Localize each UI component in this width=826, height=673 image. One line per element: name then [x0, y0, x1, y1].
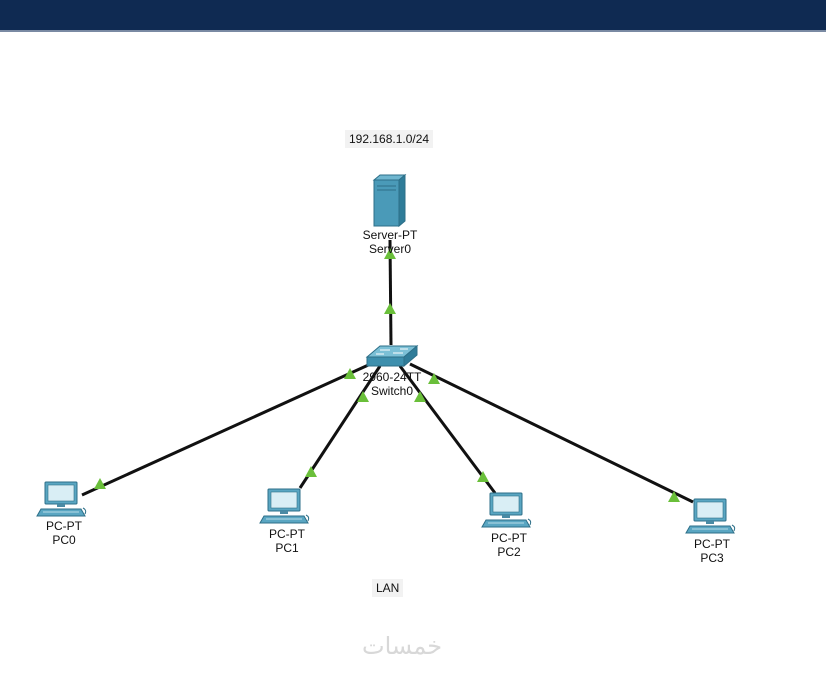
pc3-model: PC-PT — [694, 537, 730, 551]
switch-model: 2960-24TT — [362, 370, 422, 384]
switch-label: 2960-24TT Switch0 — [363, 370, 422, 398]
pc0-label: PC-PT PC0 — [46, 519, 82, 547]
link-status-up-icon — [305, 466, 317, 477]
pc2-model: PC-PT — [491, 531, 527, 545]
link-status-up-icon — [384, 303, 396, 314]
network-address-note: 192.168.1.0/24 — [345, 130, 434, 148]
pc0-icon[interactable] — [36, 481, 87, 517]
server-model: Server-PT — [362, 228, 418, 242]
lan-note: LAN — [372, 579, 404, 597]
link-status-up-icon — [357, 391, 369, 402]
link-status-up-icon — [428, 373, 440, 384]
pc0-name: PC0 — [52, 533, 76, 547]
pc1-icon[interactable] — [259, 488, 310, 524]
link-switch-pc0[interactable] — [81, 360, 376, 497]
pc0-model: PC-PT — [46, 519, 82, 533]
server-icon[interactable] — [372, 173, 407, 228]
pc2-label: PC-PT PC2 — [491, 531, 527, 559]
pc2-name: PC2 — [497, 545, 521, 559]
switch-name: Switch0 — [370, 384, 414, 398]
pc1-name: PC1 — [275, 541, 299, 555]
switch-icon[interactable] — [365, 344, 419, 368]
pc1-label: PC-PT PC1 — [269, 527, 305, 555]
pc3-name: PC3 — [700, 551, 724, 565]
watermark-logo: خمسات — [362, 632, 443, 660]
server-label: Server-PT Server0 — [363, 228, 418, 256]
pc2-icon[interactable] — [481, 492, 532, 528]
link-status-up-icon — [94, 478, 106, 489]
link-status-up-icon — [477, 471, 489, 482]
link-switch-pc2[interactable] — [398, 365, 497, 494]
title-bar — [0, 0, 826, 32]
link-status-up-icon — [414, 391, 426, 402]
link-status-up-icon — [384, 248, 396, 259]
link-status-up-icon — [344, 368, 356, 379]
link-status-up-icon — [668, 491, 680, 502]
pc3-label: PC-PT PC3 — [694, 537, 730, 565]
link-switch-pc1[interactable] — [298, 365, 382, 489]
server-name: Server0 — [368, 242, 412, 256]
pc1-model: PC-PT — [269, 527, 305, 541]
pc3-icon[interactable] — [685, 498, 736, 534]
link-switch-pc3[interactable] — [409, 362, 694, 504]
